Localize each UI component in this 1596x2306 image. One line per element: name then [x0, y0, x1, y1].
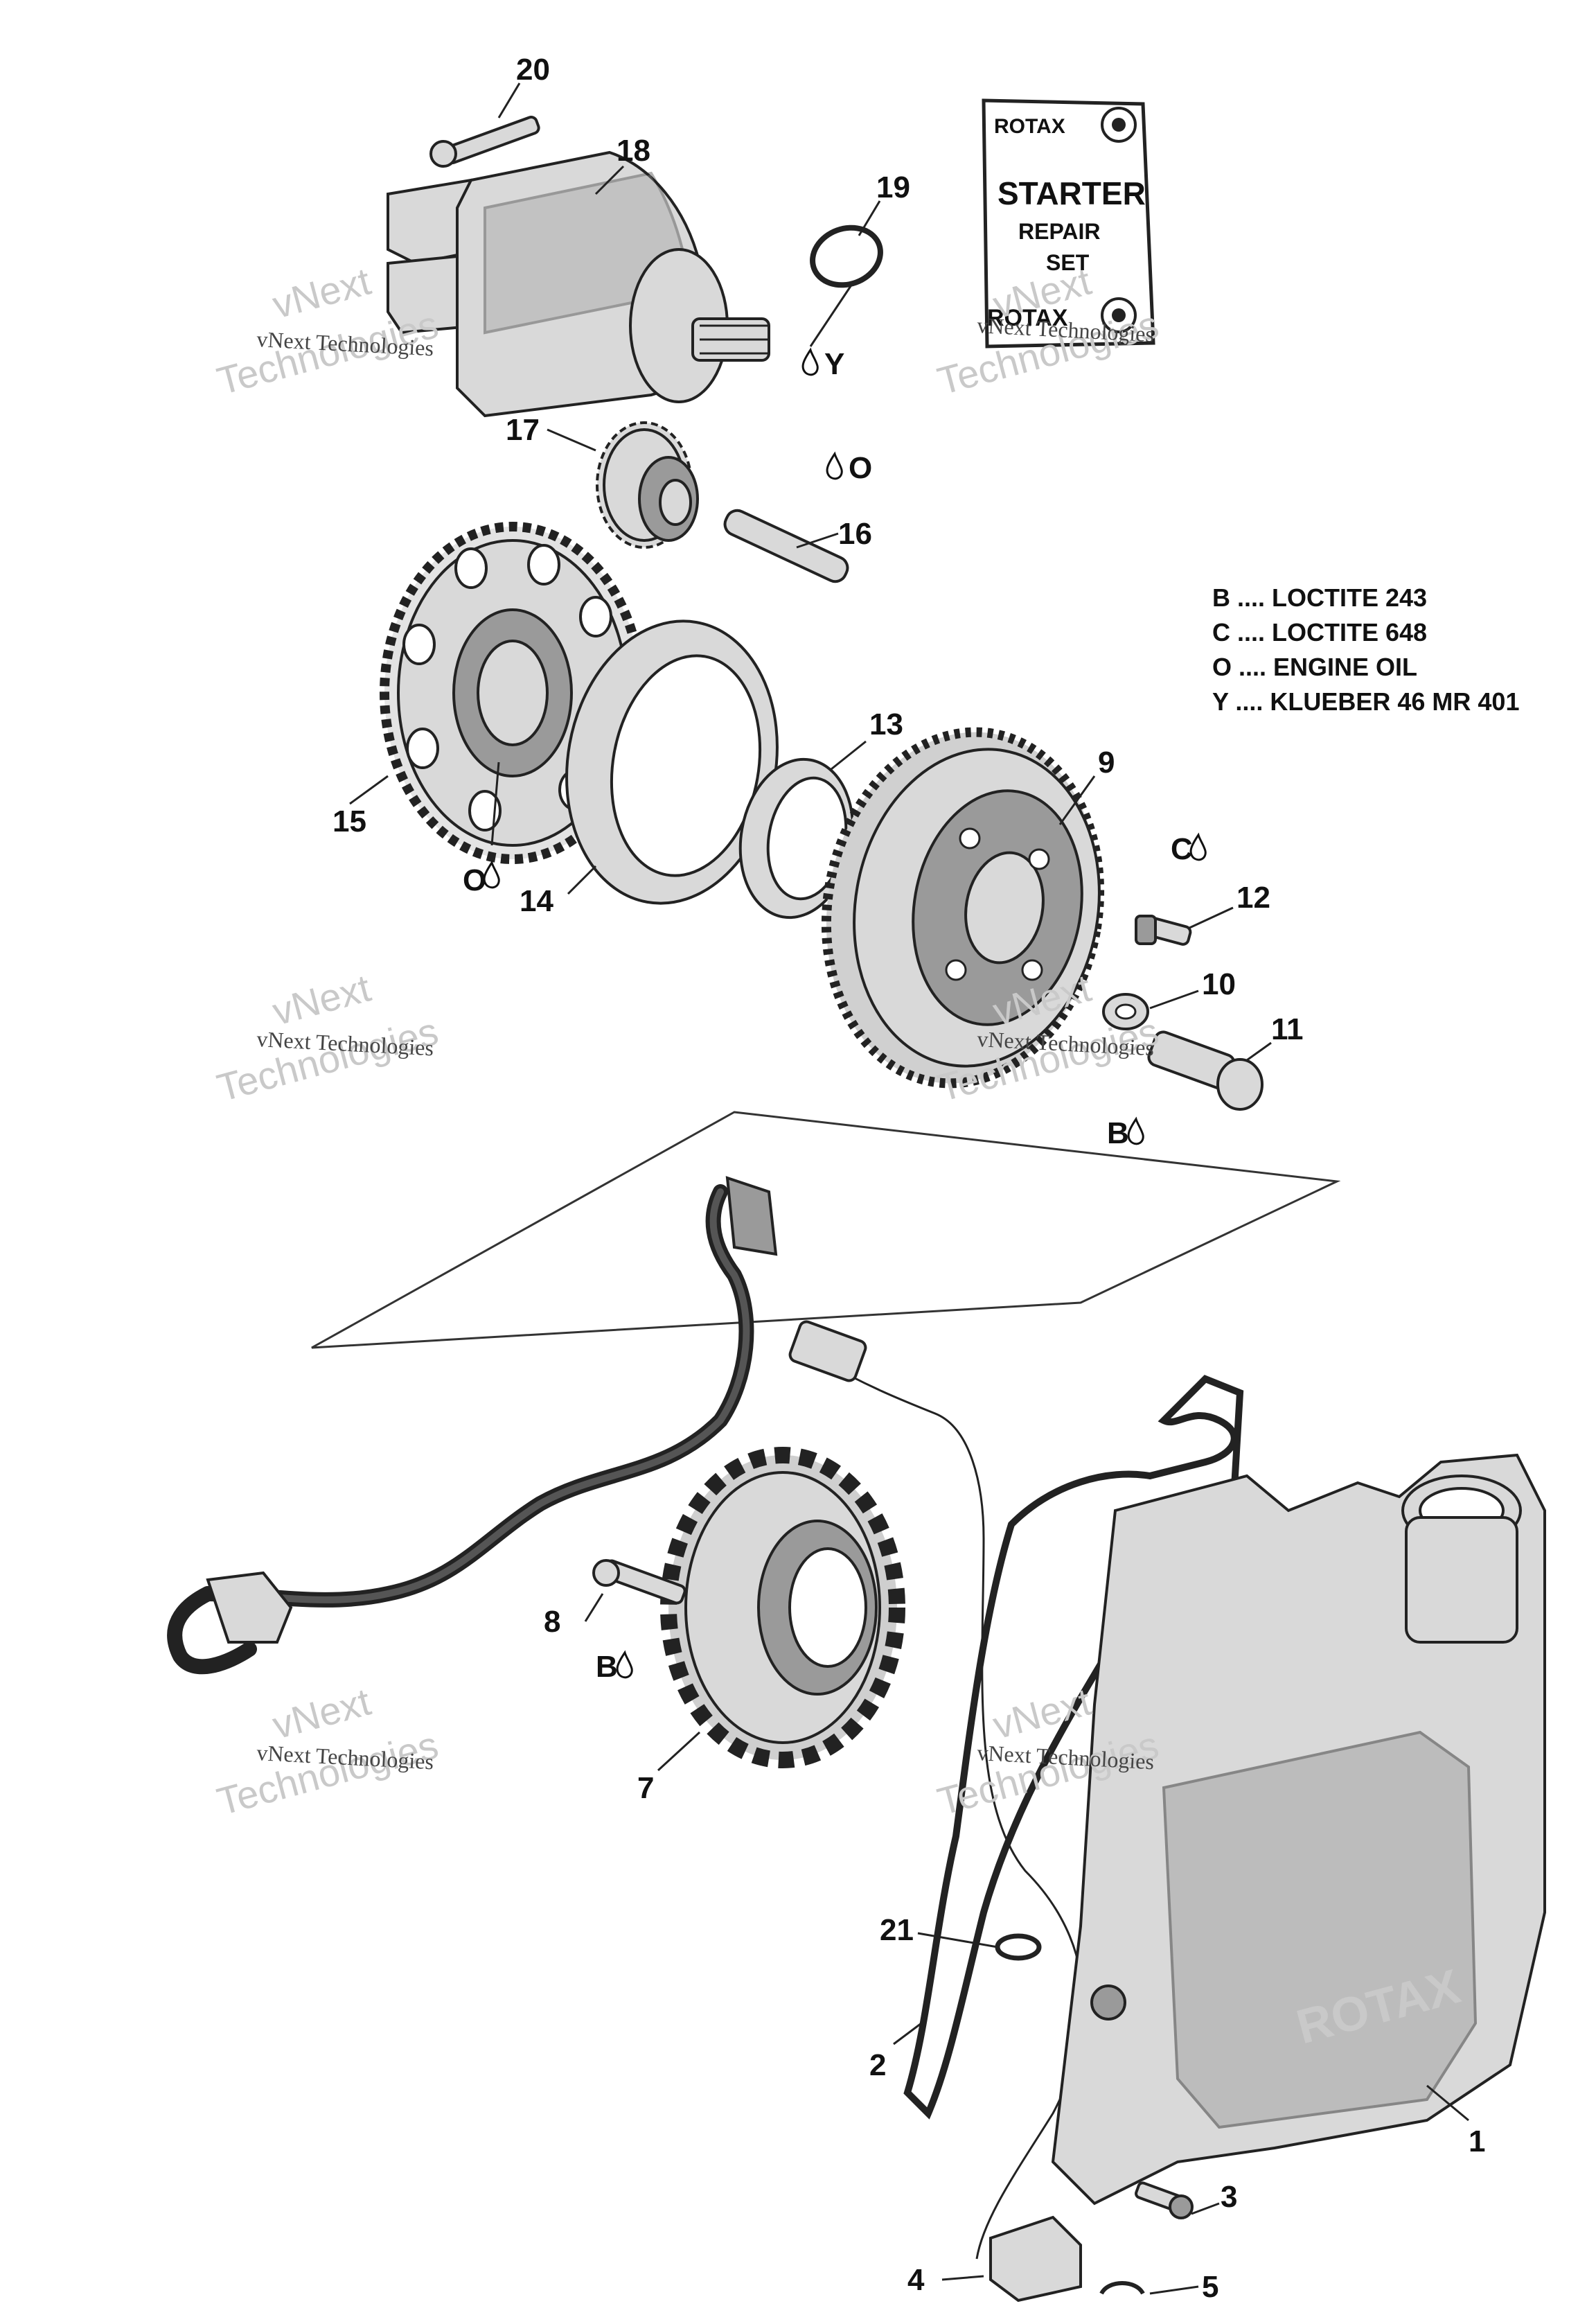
callout-7: 7 [637, 1771, 654, 1805]
lube-mark-o-pin: O [849, 451, 872, 485]
kit-title-repair: REPAIR [1018, 219, 1101, 244]
callout-3: 3 [1221, 2180, 1237, 2214]
legend-b: B .... LOCTITE 243 [1212, 583, 1427, 612]
callout-5: 5 [1202, 2270, 1218, 2304]
spacer-washer [565, 619, 779, 905]
starter-bolt [429, 116, 540, 168]
gasket-clip [995, 1933, 1042, 1961]
callout-18: 18 [617, 134, 650, 168]
watermark-big-1a: vNext [268, 259, 375, 327]
callout-19: 19 [876, 170, 910, 204]
watermark-big-3b: Technologies [213, 1009, 443, 1109]
watermark-big-3a: vNext [268, 966, 375, 1034]
cover-gasket [903, 1375, 1244, 2120]
speed-sensor [989, 2215, 1082, 2303]
rotor-bolt-large [1147, 1030, 1264, 1111]
callout-12: 12 [1236, 881, 1270, 915]
callout-9: 9 [1098, 746, 1115, 780]
lube-mark-b-rotor: B [1107, 1116, 1129, 1150]
o-ring [810, 225, 883, 288]
callout-14: 14 [520, 884, 553, 918]
gear-shaft-pin [723, 509, 849, 583]
watermark-big-6a: vNext [988, 1680, 1096, 1748]
intermediate-gear [596, 421, 699, 549]
callout-21: 21 [880, 1913, 914, 1947]
magneto-cover: ROTAX [1051, 1453, 1546, 2206]
callout-17: 17 [506, 413, 540, 447]
kit-brand-top: ROTAX [994, 115, 1065, 138]
stator [660, 1447, 905, 1768]
sensor-screw [1135, 2181, 1194, 2219]
callout-4: 4 [907, 2263, 925, 2297]
kit-title-starter: STARTER [998, 175, 1146, 211]
callout-15: 15 [332, 804, 366, 838]
kit-title-set: SET [1046, 250, 1090, 275]
callout-8: 8 [544, 1605, 560, 1639]
sensor-o-ring [1099, 2281, 1145, 2295]
callout-16: 16 [838, 517, 872, 551]
watermark-big-5a: vNext [268, 1680, 375, 1748]
callout-1: 1 [1469, 2124, 1485, 2158]
legend-o: O .... ENGINE OIL [1212, 653, 1417, 681]
stator-bolt [592, 1559, 686, 1605]
lubricant-legend: B .... LOCTITE 243 C .... LOCTITE 648 O … [1212, 583, 1519, 716]
stator-wiring-harness [167, 1176, 1085, 2260]
callout-11: 11 [1271, 1012, 1304, 1046]
callout-2: 2 [869, 2048, 886, 2082]
legend-c: C .... LOCTITE 648 [1212, 618, 1427, 646]
rotor-bolt-small [1135, 915, 1192, 946]
watermark-big-5b: Technologies [213, 1723, 443, 1823]
lube-mark-b-stator: B [596, 1650, 618, 1684]
lube-mark-y: Y [824, 347, 844, 381]
legend-y: Y .... KLUEBER 46 MR 401 [1212, 687, 1519, 716]
sprag-clutch-ring [738, 757, 855, 919]
callout-numbers: 20 18 19 17 16 15 14 13 9 12 10 11 8 7 2… [332, 53, 1485, 2304]
lube-mark-c: C [1171, 832, 1193, 866]
callout-10: 10 [1202, 967, 1236, 1001]
callout-20: 20 [516, 53, 550, 87]
kit-brand-bottom: ROTAX [987, 305, 1068, 331]
lube-mark-o-gear: O [463, 863, 486, 897]
starter-repair-set-bag: ROTAX STARTER REPAIR SET ROTAX [982, 98, 1155, 349]
magneto-rotor [821, 727, 1105, 1089]
lubricant-drops: Y O O C B B [463, 347, 1207, 1684]
leader-lines [349, 82, 1469, 2295]
callout-13: 13 [869, 707, 903, 741]
starter-motor [387, 150, 770, 418]
assembly-reference-outline [311, 1111, 1341, 1349]
